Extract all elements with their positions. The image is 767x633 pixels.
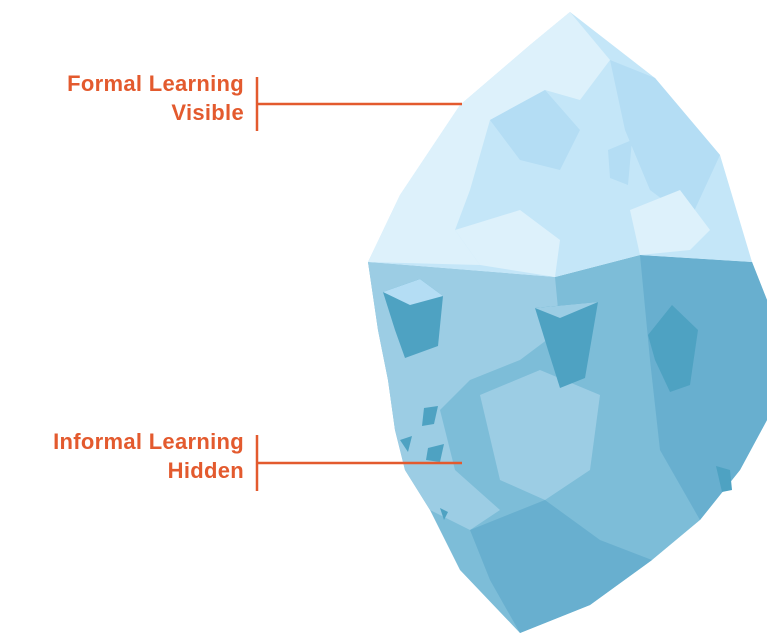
- above-shade-facet: [490, 90, 580, 170]
- ice-chunk-small-3: [426, 444, 444, 462]
- label-hidden: Hidden: [167, 458, 244, 483]
- above-shade-small: [608, 140, 632, 185]
- label-informal-learning: Informal Learning Hidden: [53, 427, 244, 485]
- iceberg-underwater: [368, 255, 767, 633]
- underwater-bottom: [470, 500, 652, 633]
- ice-floater: [716, 466, 732, 492]
- label-formal-learning: Formal Learning Visible: [67, 69, 244, 127]
- ice-chunk-2: [535, 302, 598, 388]
- iceberg-above-water: [368, 12, 752, 277]
- above-light-left: [368, 12, 570, 265]
- ice-chunk-2-top: [535, 302, 598, 318]
- ice-chunk-small-4: [440, 508, 448, 520]
- callout-bottom: [255, 435, 462, 491]
- ice-chunk-3: [648, 305, 698, 392]
- ice-chunk-small-2: [400, 436, 412, 452]
- above-light-facet-3: [630, 190, 710, 255]
- callout-top: [255, 77, 462, 131]
- above-light-peak: [530, 12, 610, 100]
- label-visible: Visible: [171, 100, 244, 125]
- ice-chunk-small-1: [422, 406, 438, 426]
- underwater-mid-facet: [480, 370, 600, 500]
- above-light-facet-2: [455, 210, 560, 277]
- ice-chunk-1-top: [383, 279, 443, 305]
- label-informal-learning-title: Informal Learning: [53, 429, 244, 454]
- above-shade-right: [610, 60, 720, 220]
- label-formal-learning-title: Formal Learning: [67, 71, 244, 96]
